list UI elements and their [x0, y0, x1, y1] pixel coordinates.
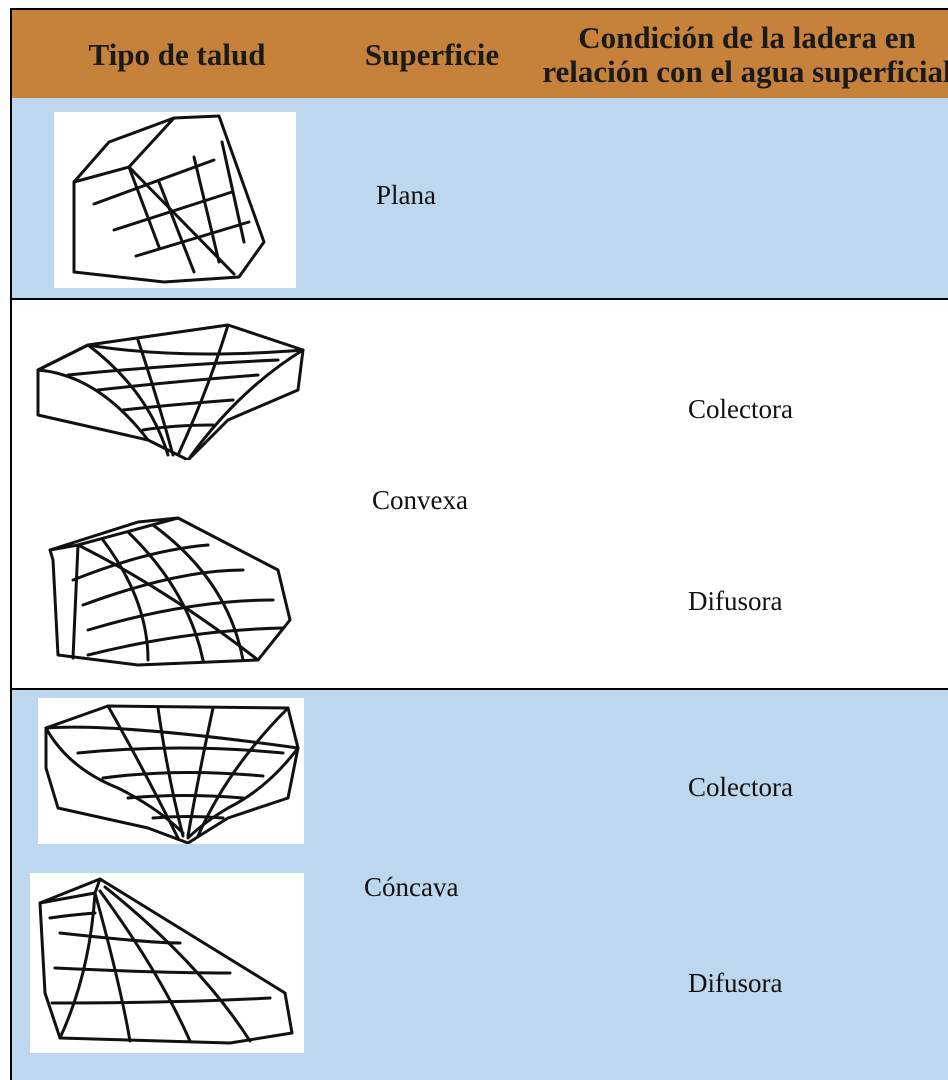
convex-collector-illustration — [28, 320, 308, 460]
planar-slope-illustration — [54, 112, 296, 288]
concave-diffuser-illustration — [30, 873, 304, 1053]
table-row-convexa: Convexa Colectora Difusora — [10, 300, 948, 690]
header-condicion-line1: Condición de la ladera en — [578, 20, 916, 55]
table-row-concava: Cóncava Colectora Difusora — [10, 690, 948, 1080]
header-condicion: Condición de la ladera en relación con e… — [527, 10, 948, 100]
condition-label-convexa-difusora: Difusora — [688, 586, 783, 616]
surface-label-concava: Cóncava — [364, 872, 459, 902]
slope-table: Tipo de talud Superficie Condición de la… — [10, 8, 948, 1080]
header-condicion-line2: relación con el agua superficial — [542, 54, 948, 89]
surface-label-plana: Plana — [376, 180, 436, 210]
condition-label-concava-difusora: Difusora — [688, 968, 783, 998]
surface-label-convexa: Convexa — [372, 485, 468, 515]
condition-label-convexa-colectora: Colectora — [688, 394, 793, 424]
condition-label-concava-colectora: Colectora — [688, 772, 793, 802]
table-row-plana: Plana — [10, 98, 948, 300]
header-superficie: Superficie — [364, 37, 500, 72]
header-tipo-de-talud: Tipo de talud — [88, 37, 266, 72]
table-header: Tipo de talud Superficie Condición de la… — [10, 8, 948, 98]
concave-collector-illustration — [38, 698, 304, 844]
convex-diffuser-illustration — [28, 510, 294, 670]
